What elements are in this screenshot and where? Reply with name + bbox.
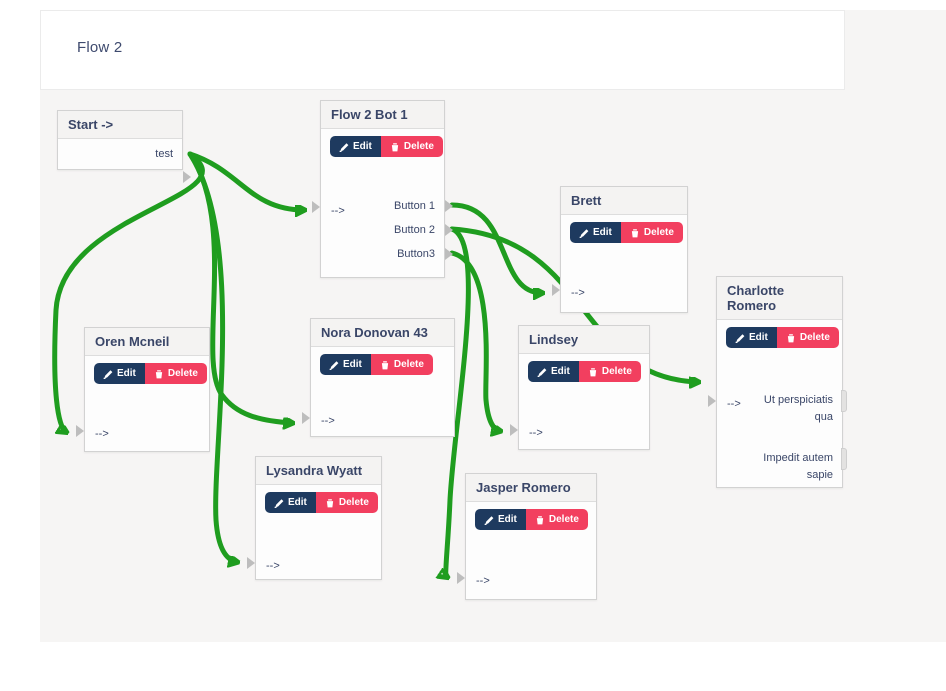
- input-port-label: -->: [266, 560, 280, 572]
- output-button-2-label: Button 2: [394, 224, 435, 236]
- input-port[interactable]: [552, 284, 560, 296]
- pencil-icon: [103, 369, 113, 379]
- delete-button[interactable]: Delete: [620, 222, 683, 243]
- input-port[interactable]: [76, 425, 84, 437]
- node-jasper-romero-title: Jasper Romero: [466, 474, 596, 502]
- trash-icon: [391, 142, 399, 151]
- delete-button[interactable]: Delete: [776, 327, 839, 348]
- input-port-label: -->: [95, 428, 109, 440]
- node-flow-2-bot-1[interactable]: Flow 2 Bot 1 Edit Delete --> Button 1: [312, 100, 453, 278]
- input-port[interactable]: [312, 201, 320, 213]
- node-brett[interactable]: Brett Edit Delete -->: [552, 186, 688, 313]
- edit-button[interactable]: Edit: [265, 492, 316, 513]
- pencil-icon: [537, 367, 547, 377]
- input-port-label: -->: [321, 415, 335, 427]
- trash-icon: [536, 515, 544, 524]
- node-brett-title: Brett: [561, 187, 687, 215]
- output-button-3-label: Button3: [397, 248, 435, 260]
- node-charlotte-romero[interactable]: Charlotte Romero Edit Delete --> Ut pers…: [708, 276, 847, 488]
- input-port[interactable]: [302, 412, 310, 424]
- trash-icon: [631, 228, 639, 237]
- edit-button[interactable]: Edit: [320, 354, 371, 375]
- node-flow-2-bot-1-title: Flow 2 Bot 1: [321, 101, 444, 129]
- delete-button[interactable]: Delete: [370, 354, 433, 375]
- output-test-label: test: [155, 148, 173, 160]
- output-port-button-1[interactable]: [445, 200, 453, 212]
- node-start[interactable]: Start -> test: [57, 110, 191, 183]
- output-port-button-3[interactable]: [445, 248, 453, 260]
- pencil-icon: [735, 333, 745, 343]
- node-lysandra-wyatt-title: Lysandra Wyatt: [256, 457, 381, 485]
- node-lysandra-wyatt[interactable]: Lysandra Wyatt Edit Delete -->: [247, 456, 382, 580]
- edit-button[interactable]: Edit: [94, 363, 145, 384]
- input-port-label: -->: [529, 427, 543, 439]
- node-jasper-romero[interactable]: Jasper Romero Edit Delete -->: [457, 473, 597, 600]
- delete-button[interactable]: Delete: [525, 509, 588, 530]
- pencil-icon: [484, 515, 494, 525]
- edit-button[interactable]: Edit: [726, 327, 777, 348]
- node-oren-mcneil-title: Oren Mcneil: [85, 328, 209, 356]
- pencil-icon: [329, 360, 339, 370]
- output-port-impedit-autem[interactable]: [841, 448, 847, 470]
- output-ut-perspiciatis-label: Ut perspiciatis qua: [763, 394, 833, 423]
- node-oren-mcneil[interactable]: Oren Mcneil Edit Delete -->: [76, 327, 210, 452]
- input-port[interactable]: [457, 572, 465, 584]
- delete-button[interactable]: Delete: [144, 363, 207, 384]
- trash-icon: [787, 333, 795, 342]
- node-charlotte-romero-title: Charlotte Romero: [717, 277, 842, 320]
- pencil-icon: [339, 142, 349, 152]
- node-nora-donovan-43[interactable]: Nora Donovan 43 Edit Delete -->: [302, 318, 455, 437]
- trash-icon: [589, 367, 597, 376]
- output-impedit-autem-label: Impedit autem sapie: [763, 452, 833, 481]
- page-title: Flow 2: [77, 39, 123, 56]
- input-port-label: -->: [476, 575, 490, 587]
- edit-button[interactable]: Edit: [475, 509, 526, 530]
- flow-header-card: Flow 2: [40, 10, 845, 90]
- edit-button[interactable]: Edit: [330, 136, 381, 157]
- input-port-label: -->: [331, 205, 345, 217]
- output-port-button-2[interactable]: [445, 224, 453, 236]
- trash-icon: [381, 360, 389, 369]
- node-start-title: Start ->: [58, 111, 182, 139]
- delete-button[interactable]: Delete: [578, 361, 641, 382]
- edit-button[interactable]: Edit: [570, 222, 621, 243]
- trash-icon: [155, 369, 163, 378]
- output-port-test[interactable]: [183, 171, 191, 183]
- output-port-ut-perspiciatis[interactable]: [841, 390, 847, 412]
- edit-button[interactable]: Edit: [528, 361, 579, 382]
- pencil-icon: [274, 498, 284, 508]
- input-port-label: -->: [571, 287, 585, 299]
- node-lindsey-title: Lindsey: [519, 326, 649, 354]
- input-port[interactable]: [247, 557, 255, 569]
- input-port[interactable]: [708, 395, 716, 407]
- delete-button[interactable]: Delete: [315, 492, 378, 513]
- node-nora-donovan-43-title: Nora Donovan 43: [311, 319, 454, 347]
- pencil-icon: [579, 228, 589, 238]
- output-button-1-label: Button 1: [394, 200, 435, 212]
- node-lindsey[interactable]: Lindsey Edit Delete -->: [510, 325, 650, 450]
- delete-button[interactable]: Delete: [380, 136, 443, 157]
- trash-icon: [326, 498, 334, 507]
- input-port[interactable]: [510, 424, 518, 436]
- input-port-label: -->: [727, 398, 741, 410]
